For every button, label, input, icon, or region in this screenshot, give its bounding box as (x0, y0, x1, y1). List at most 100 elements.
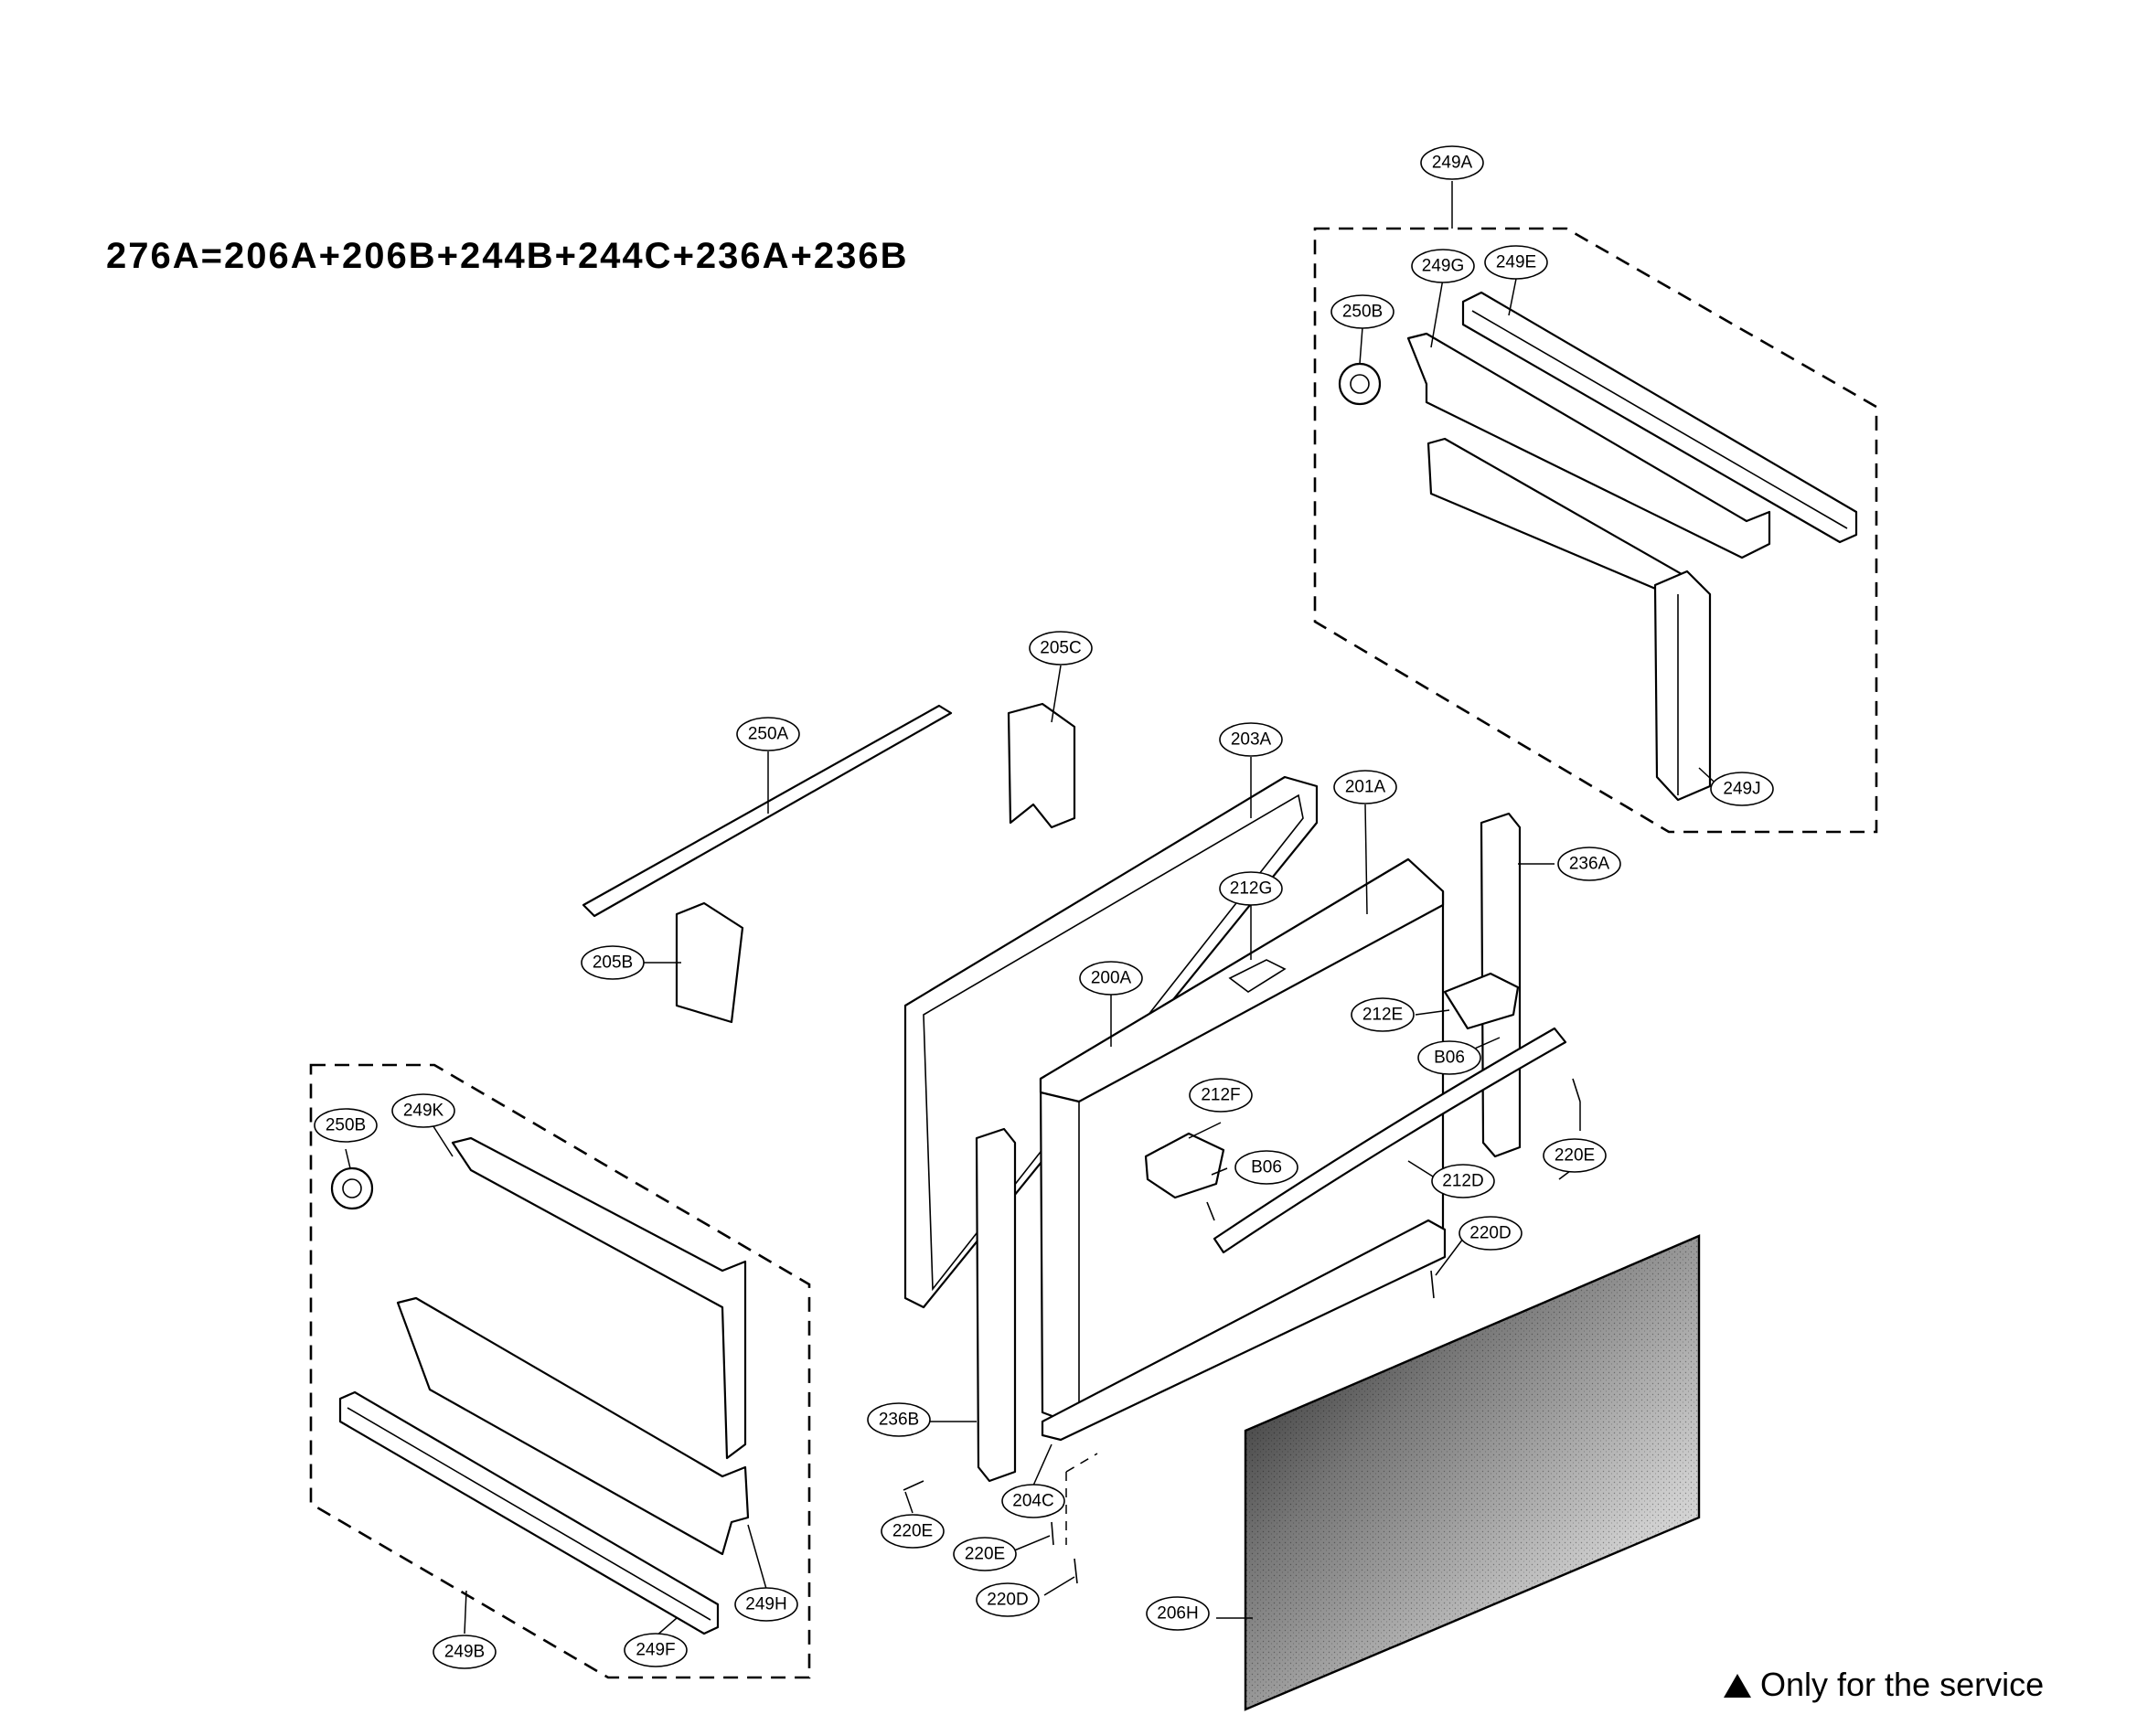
callout-bubble (391, 1093, 455, 1128)
callout-bubble (1417, 1040, 1481, 1075)
callout-label: B06 (1251, 1158, 1282, 1177)
callout-249b: 249B (433, 1635, 497, 1669)
callout-200a: 200A (1079, 961, 1143, 996)
callout-220e: 220E (1543, 1138, 1607, 1173)
callout-205c: 205C (1029, 631, 1093, 666)
callout-249j: 249J (1710, 772, 1774, 806)
callout-label: 205B (593, 953, 633, 973)
callout-212e: 212E (1351, 997, 1415, 1032)
callout-bubble (1189, 1078, 1253, 1113)
callout-bubble (1029, 631, 1093, 666)
callout-bubble (1557, 847, 1621, 881)
callout-bubble (1333, 770, 1397, 804)
callout-bubble (734, 1587, 798, 1622)
callout-bubble (1146, 1596, 1210, 1631)
callout-212f: 212F (1189, 1078, 1253, 1113)
callout-label: 220D (987, 1591, 1028, 1610)
callout-label: 212G (1230, 879, 1272, 899)
callout-b06: B06 (1417, 1040, 1481, 1075)
callout-250a: 250A (736, 717, 800, 751)
callout-label: 200A (1091, 969, 1132, 988)
part-250A-strip (582, 704, 953, 918)
callout-bubble (881, 1514, 945, 1549)
callout-bubble (867, 1402, 931, 1437)
group-249A (1313, 227, 1878, 834)
callout-bubble (1219, 871, 1283, 906)
callout-label: 212F (1201, 1086, 1240, 1105)
callout-bubble (1001, 1484, 1065, 1518)
callout-220d: 220D (976, 1582, 1040, 1617)
callout-249e: 249E (1484, 245, 1548, 280)
callout-bubble (1079, 961, 1143, 996)
callout-label: 249J (1723, 780, 1760, 799)
callout-249k: 249K (391, 1093, 455, 1128)
part-212E-bracket (1443, 972, 1520, 1030)
part-206H-glass (1244, 1234, 1701, 1711)
callout-label: 250B (1342, 303, 1383, 322)
callout-bubble (1411, 249, 1475, 283)
callout-249f: 249F (624, 1633, 688, 1667)
callout-label: 203A (1231, 730, 1272, 750)
part-212D-trim (1213, 1027, 1567, 1254)
callout-bubble (1543, 1138, 1607, 1173)
callout-250b: 250B (1330, 294, 1394, 329)
part-236B-rail (975, 1127, 1017, 1483)
callout-label: 220E (1555, 1146, 1595, 1166)
callout-label: 249B (444, 1643, 485, 1662)
callout-bubble (976, 1582, 1040, 1617)
callout-label: 205C (1040, 639, 1081, 658)
callout-bubble (953, 1537, 1017, 1571)
leader-lines (345, 181, 1725, 1637)
callout-205b: 205B (581, 945, 645, 980)
callout-206h: 206H (1146, 1596, 1210, 1631)
callout-label: 220E (965, 1545, 1005, 1564)
callout-249g: 249G (1411, 249, 1475, 283)
part-205B-bracket (675, 901, 744, 1024)
callout-236a: 236A (1557, 847, 1621, 881)
callout-212d: 212D (1431, 1164, 1495, 1198)
callout-203a: 203A (1219, 722, 1283, 757)
callout-bubble (1219, 722, 1283, 757)
callout-label: 249F (636, 1641, 675, 1660)
triangle-icon (1724, 1674, 1751, 1698)
callout-label: 212D (1442, 1172, 1483, 1191)
group-249B (309, 1063, 811, 1679)
callout-250b: 250B (314, 1108, 378, 1143)
callout-249a: 249A (1420, 145, 1484, 180)
callout-bubble (1484, 245, 1548, 280)
part-212F-bracket (1144, 1132, 1225, 1199)
callout-label: 249E (1496, 253, 1536, 272)
callout-label: 249G (1422, 257, 1464, 276)
callout-bubble (736, 717, 800, 751)
callout-220e: 220E (953, 1537, 1017, 1571)
callout-b06: B06 (1234, 1150, 1298, 1185)
callout-bubble (1351, 997, 1415, 1032)
callout-label: 220D (1469, 1224, 1511, 1243)
callout-label: 206H (1157, 1604, 1198, 1624)
callout-bubble (314, 1108, 378, 1143)
service-note-text: Only for the service (1760, 1666, 2045, 1703)
assembly-formula: 276A=206A+206B+244B+244C+236A+236B (106, 236, 909, 276)
callout-bubble (1330, 294, 1394, 329)
callout-bubble (1234, 1150, 1298, 1185)
callout-label: 250A (748, 725, 789, 744)
callout-label: 236B (879, 1411, 919, 1430)
callout-label: 249H (745, 1595, 786, 1614)
callout-bubble (1420, 145, 1484, 180)
callout-label: 236A (1569, 855, 1610, 874)
callout-236b: 236B (867, 1402, 931, 1437)
callout-249h: 249H (734, 1587, 798, 1622)
screws (903, 1078, 1581, 1584)
callout-bubbles: 249A 249G 249E 250B 249J 205C 250A 203A 201A 236A… (314, 145, 1774, 1669)
callout-label: 220E (892, 1522, 933, 1541)
part-205C-bracket (1007, 702, 1076, 829)
callout-220d: 220D (1459, 1216, 1523, 1251)
callout-label: 250B (326, 1116, 366, 1135)
callout-bubble (1431, 1164, 1495, 1198)
callout-bubble (1710, 772, 1774, 806)
part-204C-base (1041, 1219, 1447, 1442)
callout-204c: 204C (1001, 1484, 1065, 1518)
callout-201a: 201A (1333, 770, 1397, 804)
callout-label: 201A (1345, 778, 1386, 797)
